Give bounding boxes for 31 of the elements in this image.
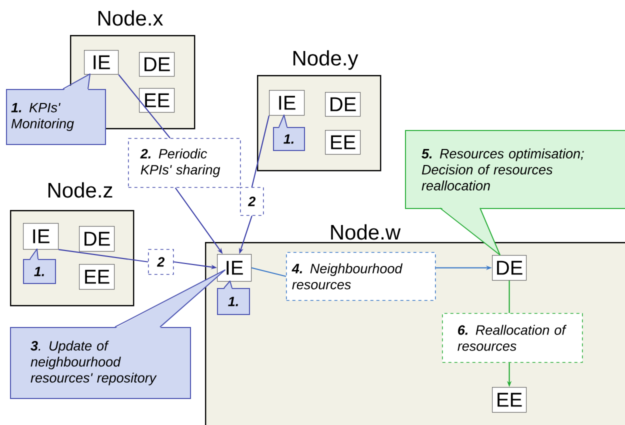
component-box: IE: [269, 90, 305, 116]
connector: [508, 280, 510, 313]
callout: 1.: [273, 114, 305, 151]
component-box: EE: [79, 264, 115, 290]
component-box: EE: [139, 88, 175, 113]
node-label: Node.w: [331, 224, 401, 240]
component-box: EE: [325, 130, 361, 155]
connector: [118, 74, 170, 138]
component-box: EE: [492, 387, 527, 413]
component-box: DE: [325, 92, 361, 117]
component-box: IE: [217, 254, 252, 282]
node-label: Node.z: [48, 182, 112, 198]
component-box: IE: [84, 50, 119, 75]
connector: [251, 115, 270, 188]
component-box: DE: [79, 226, 115, 252]
component-box: DE: [492, 255, 527, 281]
component-box: IE: [23, 222, 59, 250]
callout: 1.: [217, 280, 250, 315]
node-label: Node.y: [293, 50, 358, 70]
connector: [251, 267, 286, 277]
step-box: 6. Reallocation of resources: [442, 313, 583, 363]
callout: 1.: [23, 248, 56, 284]
callout: 1. KPIs' Monitoring: [6, 74, 106, 145]
step-box: 2: [148, 249, 174, 275]
step-box: 2. Periodic KPIs' sharing: [128, 138, 241, 188]
step-box: 2: [240, 187, 264, 216]
node-label: Node.x: [98, 10, 164, 26]
callout: 5. Resources optimisation; Decision of resources reallocation: [405, 130, 625, 256]
connector: [58, 249, 148, 262]
component-box: DE: [139, 52, 175, 77]
step-box: 4. Neighbourhood resources: [286, 252, 436, 301]
